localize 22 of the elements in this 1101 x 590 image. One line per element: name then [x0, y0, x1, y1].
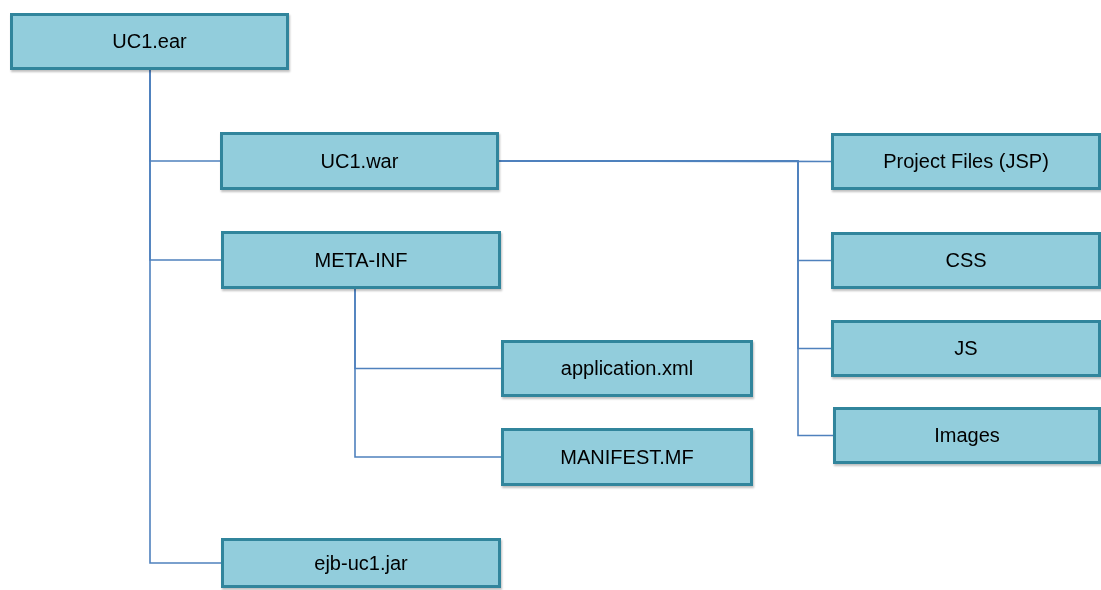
connector-line [149, 69, 222, 564]
folder-box [831, 320, 1101, 377]
box-label: META-INF [314, 248, 408, 272]
folder-box [220, 132, 499, 190]
box-label: UC1.war [320, 149, 399, 173]
box-label: MANIFEST.MF [560, 445, 694, 469]
box-label: CSS [945, 249, 987, 272]
folder-box [831, 133, 1101, 190]
folder-box [221, 538, 501, 588]
connector-line [354, 288, 502, 458]
box-label: ejb-uc1.jar [314, 551, 408, 575]
folder-box [833, 407, 1101, 464]
folder-box [501, 428, 753, 486]
box-label: Images [934, 424, 1000, 447]
box-label: application.xml [560, 357, 694, 380]
folder-box [501, 340, 753, 397]
box-label: JS [954, 337, 978, 360]
folder-box [221, 231, 501, 289]
folder-box [10, 13, 289, 70]
folder-box [831, 232, 1101, 289]
box-label: UC1.ear [112, 30, 187, 53]
box-label: Project Files (JSP) [883, 150, 1049, 173]
